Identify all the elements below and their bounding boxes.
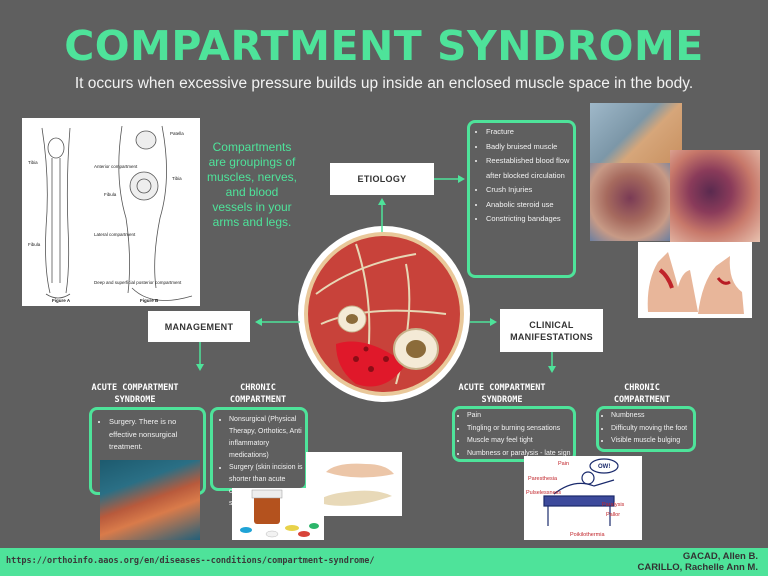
definition-text: Compartments are groupings of muscles, n…: [206, 140, 298, 229]
etiology-item: Reestablished blood flow after blocked c…: [486, 154, 571, 183]
diagram-label-fibula-b: Fibula: [104, 192, 117, 197]
management-acute-heading: ACUTE COMPARTMENT SYNDROME: [91, 383, 179, 405]
page-subtitle: It occurs when excessive pressure builds…: [74, 75, 694, 92]
injury-photo-bruise: [590, 163, 670, 241]
six-ps-sketch: Pain OW! Paresthesia Pulselessness Paral…: [524, 456, 642, 540]
clinical-chronic-item: Numbness: [611, 410, 691, 423]
page-title: COMPARTMENT SYNDROME: [64, 22, 704, 70]
diagram-label-lateral: Lateral compartment: [94, 232, 136, 237]
diagram-label-figure-a: Figure A: [52, 298, 71, 303]
etiology-item: Anabolic steroid use: [486, 198, 571, 213]
diagram-label-anterior: Anterior compartment: [94, 164, 138, 169]
cross-section-image: [296, 224, 472, 404]
surgery-photo: [100, 460, 200, 540]
clinical-acute-heading: ACUTE COMPARTMENT SYNDROME: [458, 383, 546, 405]
injury-photo-elbow: [670, 150, 760, 242]
footer-bar: [0, 548, 768, 576]
diagram-label-fibula-a: Fibula: [28, 242, 41, 247]
sketch-label-pallor: Pallor: [606, 512, 620, 518]
source-link[interactable]: https://orthoinfo.aaos.org/en/diseases--…: [6, 556, 375, 566]
management-chronic-item: Nonsurgical (Physical Therapy, Orthotics…: [229, 414, 303, 462]
clinical-chronic-item: Difficulty moving the foot: [611, 423, 691, 436]
management-acute-item: Surgery. There is no effective nonsurgic…: [109, 416, 200, 454]
clinical-acute-item: Muscle may feel tight: [467, 435, 571, 448]
etiology-list: Fracture Badly bruised muscle Reestablis…: [467, 120, 576, 278]
management-chronic-list: Nonsurgical (Physical Therapy, Orthotics…: [210, 407, 308, 507]
injury-photo-hand: [638, 242, 752, 318]
sketch-label-pulselessness: Pulselessness: [526, 490, 561, 496]
orthotics-photo: [306, 452, 402, 516]
author-name: GACAD, Allen B.: [682, 551, 758, 562]
clinical-acute-item: Pain: [467, 410, 571, 423]
medications-photo: [232, 488, 324, 540]
clinical-chronic-list: Numbness Difficulty moving the foot Visi…: [596, 406, 696, 452]
etiology-item: Badly bruised muscle: [486, 140, 571, 155]
diagram-label-posterior: Deep and superficial posterior compartme…: [94, 280, 182, 285]
sketch-label-poikilothermia: Poikilothermia: [570, 532, 605, 538]
diagram-label-figure-b: Figure B: [140, 298, 159, 303]
diagram-label-tibia-a: Tibia: [28, 160, 38, 165]
etiology-item: Crush Injuries: [486, 183, 571, 198]
clinical-chronic-item: Visible muscle bulging: [611, 435, 691, 448]
clinical-acute-item: Tingling or burning sensations: [467, 423, 571, 436]
sketch-label-ow: OW!: [598, 464, 610, 470]
etiology-item: Constricting bandages: [486, 212, 571, 227]
management-label: MANAGEMENT: [148, 311, 250, 342]
authors: GACAD, Allen B. CARILLO, Rachelle Ann M.: [637, 551, 758, 573]
leg-anatomy-image: Patella Anterior compartment Tibia Fibul…: [22, 118, 200, 306]
etiology-item: Fracture: [486, 125, 571, 140]
author-name: CARILLO, Rachelle Ann M.: [637, 562, 758, 573]
diagram-label-tibia-b: Tibia: [172, 176, 182, 181]
etiology-label: ETIOLOGY: [330, 163, 434, 195]
clinical-label: CLINICAL MANIFESTATIONS: [500, 309, 603, 352]
clinical-acute-item: Numbness or paralysis - late sign: [467, 448, 571, 461]
clinical-acute-list: Pain Tingling or burning sensations Musc…: [452, 406, 576, 462]
diagram-label-patella: Patella: [170, 131, 184, 136]
sketch-label-paralysis: Paralysis: [602, 502, 625, 508]
sketch-label-paresthesia: Paresthesia: [528, 476, 558, 482]
sketch-label-pain: Pain: [558, 461, 569, 467]
injury-photo-leg: [590, 103, 682, 163]
